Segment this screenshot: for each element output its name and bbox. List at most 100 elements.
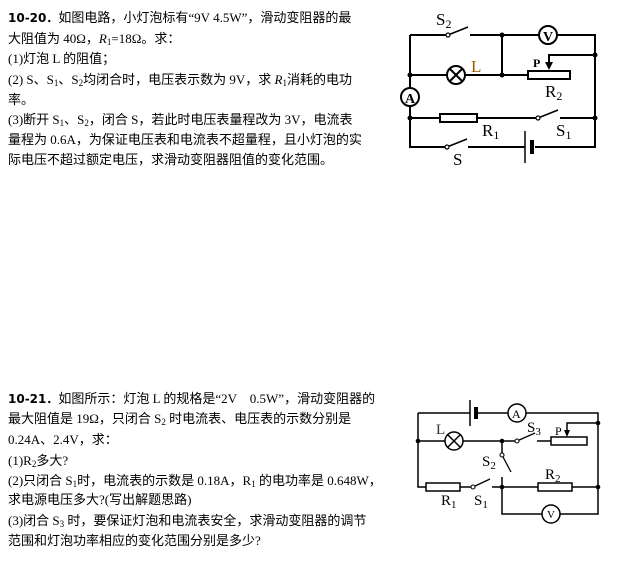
text: 量程为 0.6A，为保证电压表和电流表不超量程，且小灯泡的实 bbox=[8, 132, 362, 147]
label-s1: S1 bbox=[556, 121, 571, 142]
problem-line: 求电源电压多大?(写出解题思路) bbox=[8, 490, 191, 510]
text: 的电功率是 0.648W， bbox=[255, 473, 382, 488]
label-s3: S3 bbox=[527, 420, 541, 438]
switch-s bbox=[446, 138, 468, 148]
switch-s2 bbox=[501, 454, 512, 473]
problem-line: 际电压不超过额定电压，求滑动变阻器阻值的变化范围。 bbox=[8, 150, 333, 170]
text: 0.24A、2.4V，求： bbox=[8, 432, 118, 447]
switch-contact bbox=[535, 115, 541, 121]
subscript: 1 bbox=[106, 37, 112, 47]
label-r2: R2 bbox=[545, 82, 562, 103]
ammeter-icon bbox=[400, 87, 420, 107]
resistor-r1 bbox=[439, 113, 478, 123]
label-l: L bbox=[471, 57, 481, 76]
text: (1)R bbox=[8, 453, 32, 468]
slider-arrow-icon bbox=[564, 430, 570, 437]
switch-s1 bbox=[472, 478, 491, 488]
lamp-cross bbox=[447, 434, 461, 448]
ammeter-icon bbox=[507, 403, 527, 423]
label-s1: S1 bbox=[474, 493, 488, 511]
problem-line: (1)R2多大? bbox=[8, 451, 68, 471]
text: 多大? bbox=[36, 453, 69, 468]
circuit-diagram-1: S2 V L P R2 A R1 S1 S bbox=[400, 10, 598, 169]
text: 际电压不超过额定电压，求滑动变阻器阻值的变化范围。 bbox=[8, 152, 334, 167]
label-a: A bbox=[512, 407, 521, 421]
text: (1)灯泡 L 的阻值； bbox=[8, 51, 116, 66]
text: 大阻值为 40Ω， bbox=[8, 31, 99, 46]
text: =18Ω。求： bbox=[111, 31, 181, 46]
subscript: 2 bbox=[84, 118, 89, 128]
label-r1: R1 bbox=[441, 493, 457, 511]
problem-line: 最大阻值是 19Ω，只闭合 S2 时电流表、电压表的示数分别是 bbox=[8, 409, 351, 429]
resistor-r2 bbox=[537, 482, 573, 492]
label-s2: S2 bbox=[436, 10, 451, 31]
text: 率。 bbox=[8, 92, 35, 107]
slider-arrow-icon bbox=[545, 62, 553, 70]
text: ，闭合 S，若此时电压表量程改为 3V，电流表 bbox=[88, 112, 353, 127]
problem-line: 率。 bbox=[8, 90, 34, 110]
voltmeter-icon bbox=[538, 25, 558, 45]
label-r2: R2 bbox=[545, 467, 561, 485]
label-r1: R1 bbox=[482, 121, 499, 142]
text: 、S bbox=[64, 112, 85, 127]
switch-s2 bbox=[447, 26, 469, 36]
junction-dots bbox=[415, 420, 601, 490]
problem-line: (2)只闭合 S1时，电流表的示数是 0.18A，R1 的电功率是 0.648W… bbox=[8, 471, 382, 491]
text: 消耗的电功 bbox=[286, 72, 352, 87]
problem-line: (2) S、S1、S2均闭合时，电压表示数为 9V，求 R1消耗的电功 bbox=[8, 70, 352, 90]
label-p: P bbox=[555, 424, 562, 438]
switch-contact bbox=[514, 438, 520, 444]
label-p: P bbox=[533, 56, 540, 70]
switch-contact bbox=[470, 484, 476, 490]
subscript: 1 bbox=[282, 78, 287, 88]
text: 时，要保证灯泡和电流表安全，求滑动变阻器的调节 bbox=[64, 513, 367, 528]
switch-contact bbox=[499, 452, 505, 458]
subscript: 1 bbox=[251, 479, 256, 489]
subscript: 1 bbox=[72, 479, 78, 489]
text: 、S bbox=[58, 72, 79, 87]
circuit-diagram-2: A L S3 P S2 R2 R1 S1 V bbox=[415, 400, 601, 524]
label-a: A bbox=[405, 92, 416, 107]
problem-number: 10-21． bbox=[8, 392, 59, 406]
problem-line: (3)闭合 S3 时，要保证灯泡和电流表安全，求滑动变阻器的调节 bbox=[8, 511, 366, 531]
problem-line: (3)断开 S1、S2，闭合 S，若此时电压表量程改为 3V，电流表 bbox=[8, 110, 353, 130]
subscript: 2 bbox=[78, 78, 84, 88]
text: 时，电流表的示数是 0.18A，R bbox=[77, 473, 252, 488]
lamp-cross bbox=[449, 68, 463, 82]
text: 如图所示：灯泡 L 的规格是“2V 0.5W”，滑动变阻器的 bbox=[58, 391, 376, 406]
text: (3)闭合 S bbox=[8, 513, 60, 528]
problem-line: 10-20．如图电路，小灯泡标有“9V 4.5W”，滑动变阻器的最 bbox=[8, 8, 351, 28]
text: 如图电路，小灯泡标有“9V 4.5W”，滑动变阻器的最 bbox=[58, 10, 352, 25]
subscript: 2 bbox=[161, 417, 166, 427]
text: R bbox=[98, 31, 107, 46]
text: 均闭合时，电压表示数为 9V，求 bbox=[83, 72, 275, 87]
subscript: 2 bbox=[31, 459, 37, 469]
wires bbox=[417, 412, 599, 515]
voltmeter-icon bbox=[541, 504, 561, 524]
switch-s1 bbox=[537, 109, 559, 119]
problem-line: 10-21．如图所示：灯泡 L 的规格是“2V 0.5W”，滑动变阻器的 bbox=[8, 389, 375, 409]
label-v: V bbox=[547, 509, 555, 521]
label-s2: S2 bbox=[482, 454, 496, 472]
subscript: 3 bbox=[59, 519, 65, 529]
problem-line: 大阻值为 40Ω，R1=18Ω。求： bbox=[8, 29, 180, 49]
text: 最大阻值是 19Ω，只闭合 S bbox=[8, 411, 162, 426]
text: (2)只闭合 S bbox=[8, 473, 73, 488]
rheostat bbox=[550, 436, 588, 446]
label-l: L bbox=[436, 422, 445, 438]
subscript: 1 bbox=[53, 78, 59, 88]
subscript: 1 bbox=[59, 118, 65, 128]
text: (2) S、S bbox=[8, 72, 54, 87]
problem-line: (1)灯泡 L 的阻值； bbox=[8, 49, 115, 69]
problem-line: 量程为 0.6A，为保证电压表和电流表不超量程，且小灯泡的实 bbox=[8, 130, 362, 150]
label-s: S bbox=[453, 150, 462, 169]
switch-s3 bbox=[516, 432, 536, 442]
resistor-r1 bbox=[425, 482, 461, 492]
problem-line: 范围和灯泡功率相应的变化范围分别是多少? bbox=[8, 531, 261, 551]
text: 范围和灯泡功率相应的变化范围分别是多少? bbox=[8, 533, 261, 548]
rheostat-r2 bbox=[527, 70, 571, 80]
switch-contact bbox=[445, 32, 451, 38]
problem-number: 10-20． bbox=[8, 11, 59, 25]
text: 时电流表、电压表的示数分别是 bbox=[165, 411, 352, 426]
